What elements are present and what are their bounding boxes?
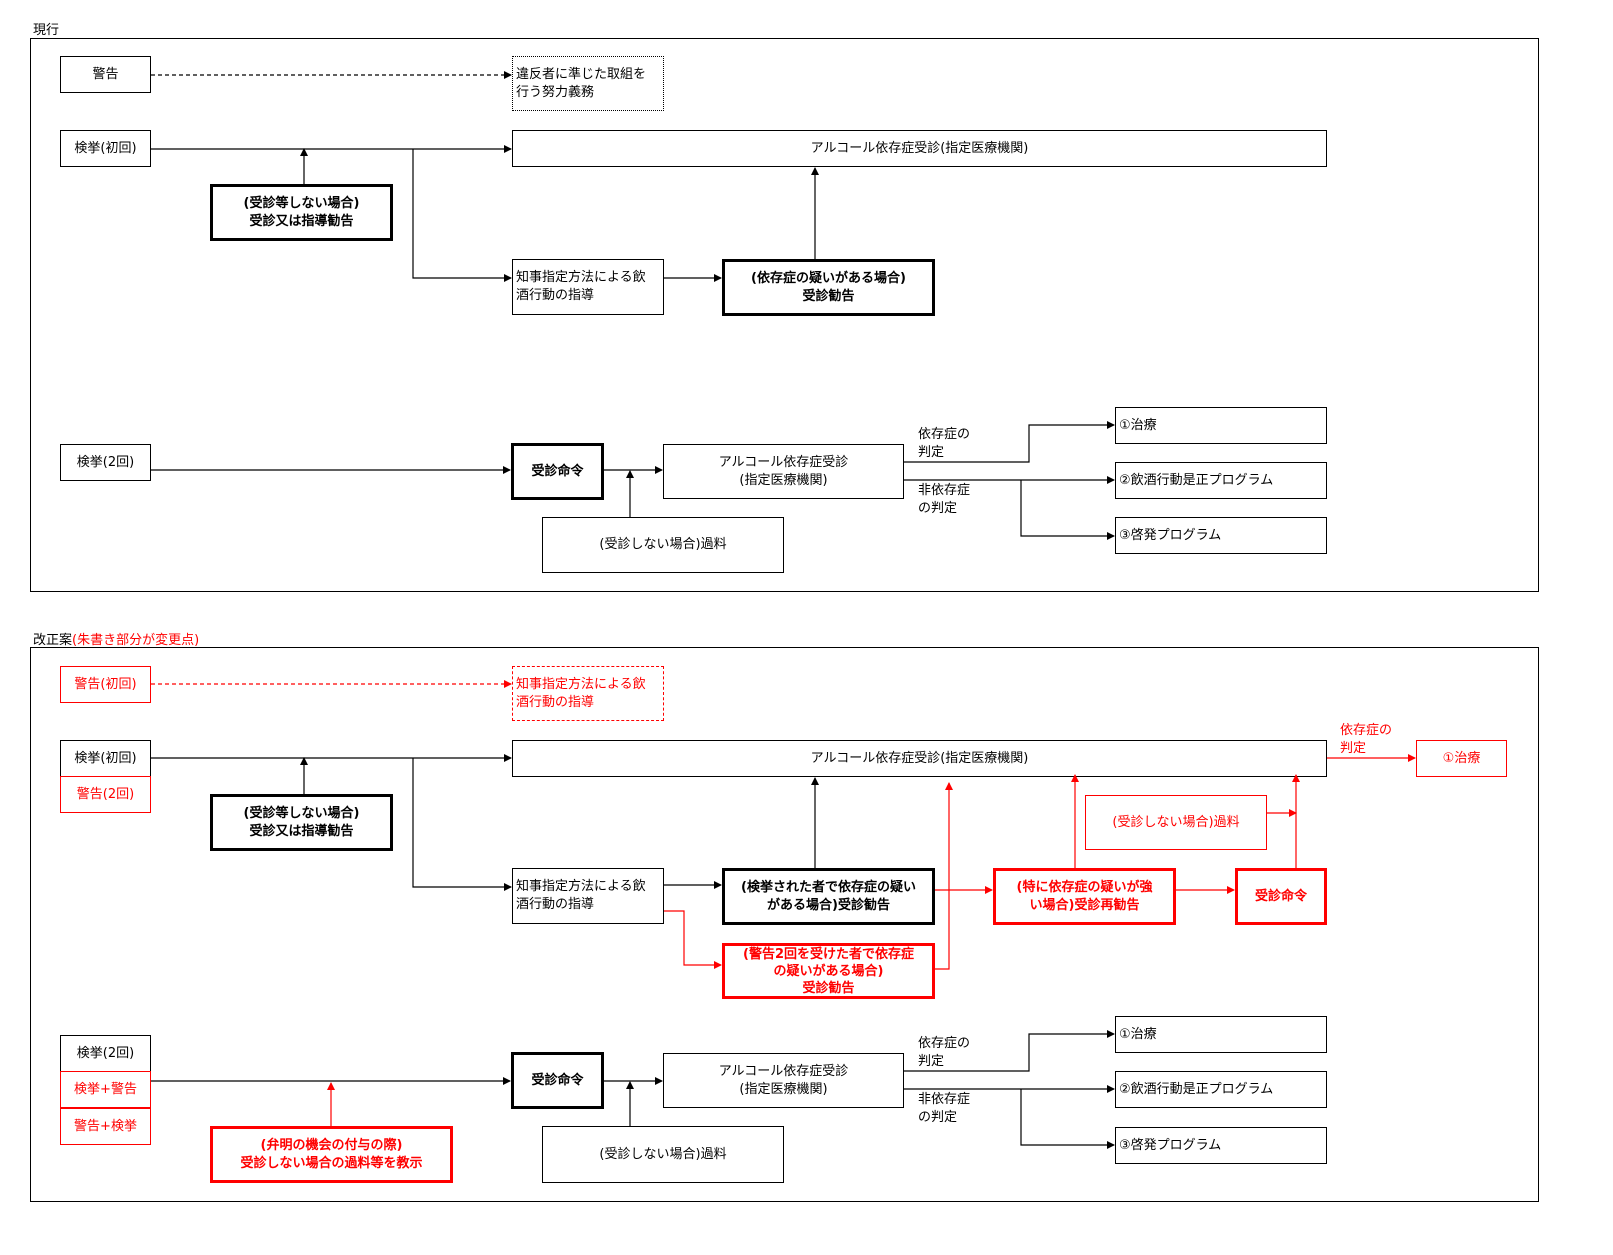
current-program-awareness-box: ③啓発プログラム	[1115, 517, 1327, 554]
current-alcohol-exam-box: アルコール依存症受診 (指定医療機関)	[663, 444, 904, 499]
revised-judge-dependent-bottom-label: 依存症の 判定	[918, 1036, 971, 1069]
revised-warning-plus-arrest-box: 警告+検挙	[60, 1108, 151, 1145]
revised-alcohol-exam-box: アルコール依存症受診 (指定医療機関)	[663, 1053, 904, 1108]
revised-warning-first-box: 警告(初回)	[60, 666, 151, 703]
current-exam-order-box: 受診命令	[511, 443, 604, 500]
current-advice-box: (受診等しない場合) 受診又は指導勧告	[210, 184, 393, 241]
current-arrest-second-box: 検挙(2回)	[60, 444, 151, 481]
revised-fine-red-box: (受診しない場合)過料	[1085, 795, 1267, 850]
revised-fine-box: (受診しない場合)過料	[542, 1126, 784, 1183]
revised-hearing-notice-box: (弁明の機会の付与の際) 受診しない場合の過料等を教示	[210, 1126, 453, 1183]
revised-exam-order-box: 受診命令	[511, 1052, 604, 1109]
revised-governor-guidance-top-box: 知事指定方法による飲 酒行動の指導	[512, 666, 664, 721]
revised-warning-second-box: 警告(2回)	[60, 776, 151, 813]
revised-exam-order-red-box: 受診命令	[1235, 868, 1327, 925]
revised-alcohol-exam-wide-box: アルコール依存症受診(指定医療機関)	[512, 740, 1327, 777]
revised-judge-non-dependent-label: 非依存症 の判定	[918, 1092, 971, 1125]
revised-treatment-bottom-box: ①治療	[1115, 1016, 1327, 1053]
current-program-correction-box: ②飲酒行動是正プログラム	[1115, 462, 1327, 499]
current-judge-dependent-label: 依存症の 判定	[918, 427, 971, 460]
revised-warned-suspicion-advice-box: (警告2回を受けた者で依存症 の疑いがある場合) 受診勧告	[722, 943, 935, 999]
revised-arrested-suspicion-advice-box: (検挙された者で依存症の疑い がある場合)受診勧告	[722, 868, 935, 925]
current-warning-box: 警告	[60, 56, 151, 93]
revised-judge-dependent-label: 依存症の 判定	[1340, 723, 1393, 756]
revised-treatment-box: ①治療	[1416, 740, 1507, 777]
current-governor-guidance-box: 知事指定方法による飲 酒行動の指導	[512, 259, 664, 315]
current-warning-effort-box: 違反者に準じた取組を 行う努力義務	[512, 56, 664, 111]
revised-program-awareness-box: ③啓発プログラム	[1115, 1127, 1327, 1164]
current-judge-non-dependent-label: 非依存症 の判定	[918, 483, 971, 516]
revised-caption: 改正案(朱書き部分が変更点)	[33, 633, 200, 648]
revised-arrest-first-box: 検挙(初回)	[60, 740, 151, 777]
revised-arrest-second-box: 検挙(2回)	[60, 1035, 151, 1072]
current-alcohol-exam-wide-box: アルコール依存症受診(指定医療機関)	[512, 130, 1327, 167]
current-fine-box: (受診しない場合)過料	[542, 517, 784, 573]
revised-governor-guidance-box: 知事指定方法による飲 酒行動の指導	[512, 868, 664, 924]
revised-program-correction-box: ②飲酒行動是正プログラム	[1115, 1071, 1327, 1108]
revised-advice-box: (受診等しない場合) 受診又は指導勧告	[210, 794, 393, 851]
revised-arrest-plus-warning-box: 検挙+警告	[60, 1071, 151, 1108]
revised-strong-suspicion-readvice-box: (特に依存症の疑いが強 い場合)受診再勧告	[993, 868, 1176, 925]
current-treatment-box: ①治療	[1115, 407, 1327, 444]
revised-caption-note: (朱書き部分が変更点)	[72, 633, 200, 648]
current-arrest-first-box: 検挙(初回)	[60, 130, 151, 167]
current-caption: 現行	[33, 23, 60, 38]
current-suspicion-advice-box: (依存症の疑いがある場合) 受診勧告	[722, 259, 935, 316]
